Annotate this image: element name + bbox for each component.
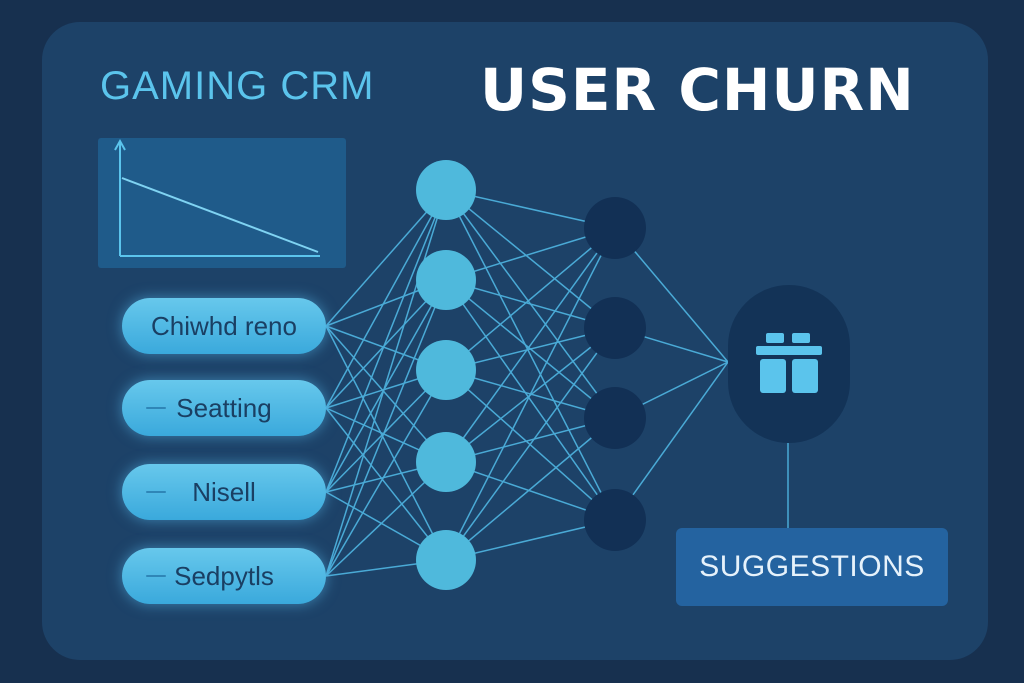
network-edge: [325, 189, 447, 493]
network-edge: [325, 189, 447, 577]
input-pill: Sedpytls: [122, 548, 326, 604]
hidden-node: [416, 432, 476, 492]
brand-label: GAMING CRM: [100, 64, 375, 108]
hidden-node: [416, 160, 476, 220]
network-edge: [325, 407, 447, 561]
dash-icon: [146, 575, 166, 577]
output-node: [728, 285, 850, 443]
dark-node: [584, 297, 646, 359]
network-edge: [445, 189, 616, 521]
network-edge: [325, 189, 447, 409]
network-edge: [445, 327, 616, 561]
dash-icon: [146, 491, 166, 493]
network-edge: [325, 369, 447, 577]
hidden-node: [416, 340, 476, 400]
network-edge: [445, 417, 616, 561]
network-edge: [445, 227, 616, 463]
network-edge: [445, 189, 616, 329]
input-pill: Nisell: [122, 464, 326, 520]
gift-icon: [756, 333, 822, 393]
network-edge: [325, 189, 447, 327]
input-pill: Chiwhd reno: [122, 298, 326, 354]
page-title: USER CHURN: [480, 56, 915, 124]
dark-node: [584, 197, 646, 259]
hidden-node: [416, 530, 476, 590]
churn-trend-chart: [98, 138, 346, 268]
dark-node: [584, 387, 646, 449]
input-pill-label: Seatting: [176, 393, 272, 423]
network-edge: [325, 325, 447, 561]
trend-y-axis-arrow: [114, 138, 126, 151]
suggestions-box: SUGGESTIONS: [676, 528, 948, 606]
input-pill-label: Sedpytls: [174, 561, 274, 591]
hidden-node: [416, 250, 476, 310]
trend-line: [121, 177, 319, 253]
input-pill-label: Chiwhd reno: [151, 311, 297, 341]
network-edge: [614, 361, 729, 521]
network-edge: [445, 227, 616, 561]
network-edge: [325, 279, 447, 577]
network-edge: [445, 279, 616, 521]
dark-node: [584, 489, 646, 551]
network-edge: [325, 325, 447, 463]
input-pill: Seatting: [122, 380, 326, 436]
dash-icon: [146, 407, 166, 409]
input-pill-label: Nisell: [192, 477, 256, 507]
network-edge: [325, 279, 447, 493]
network-edge: [445, 227, 616, 371]
